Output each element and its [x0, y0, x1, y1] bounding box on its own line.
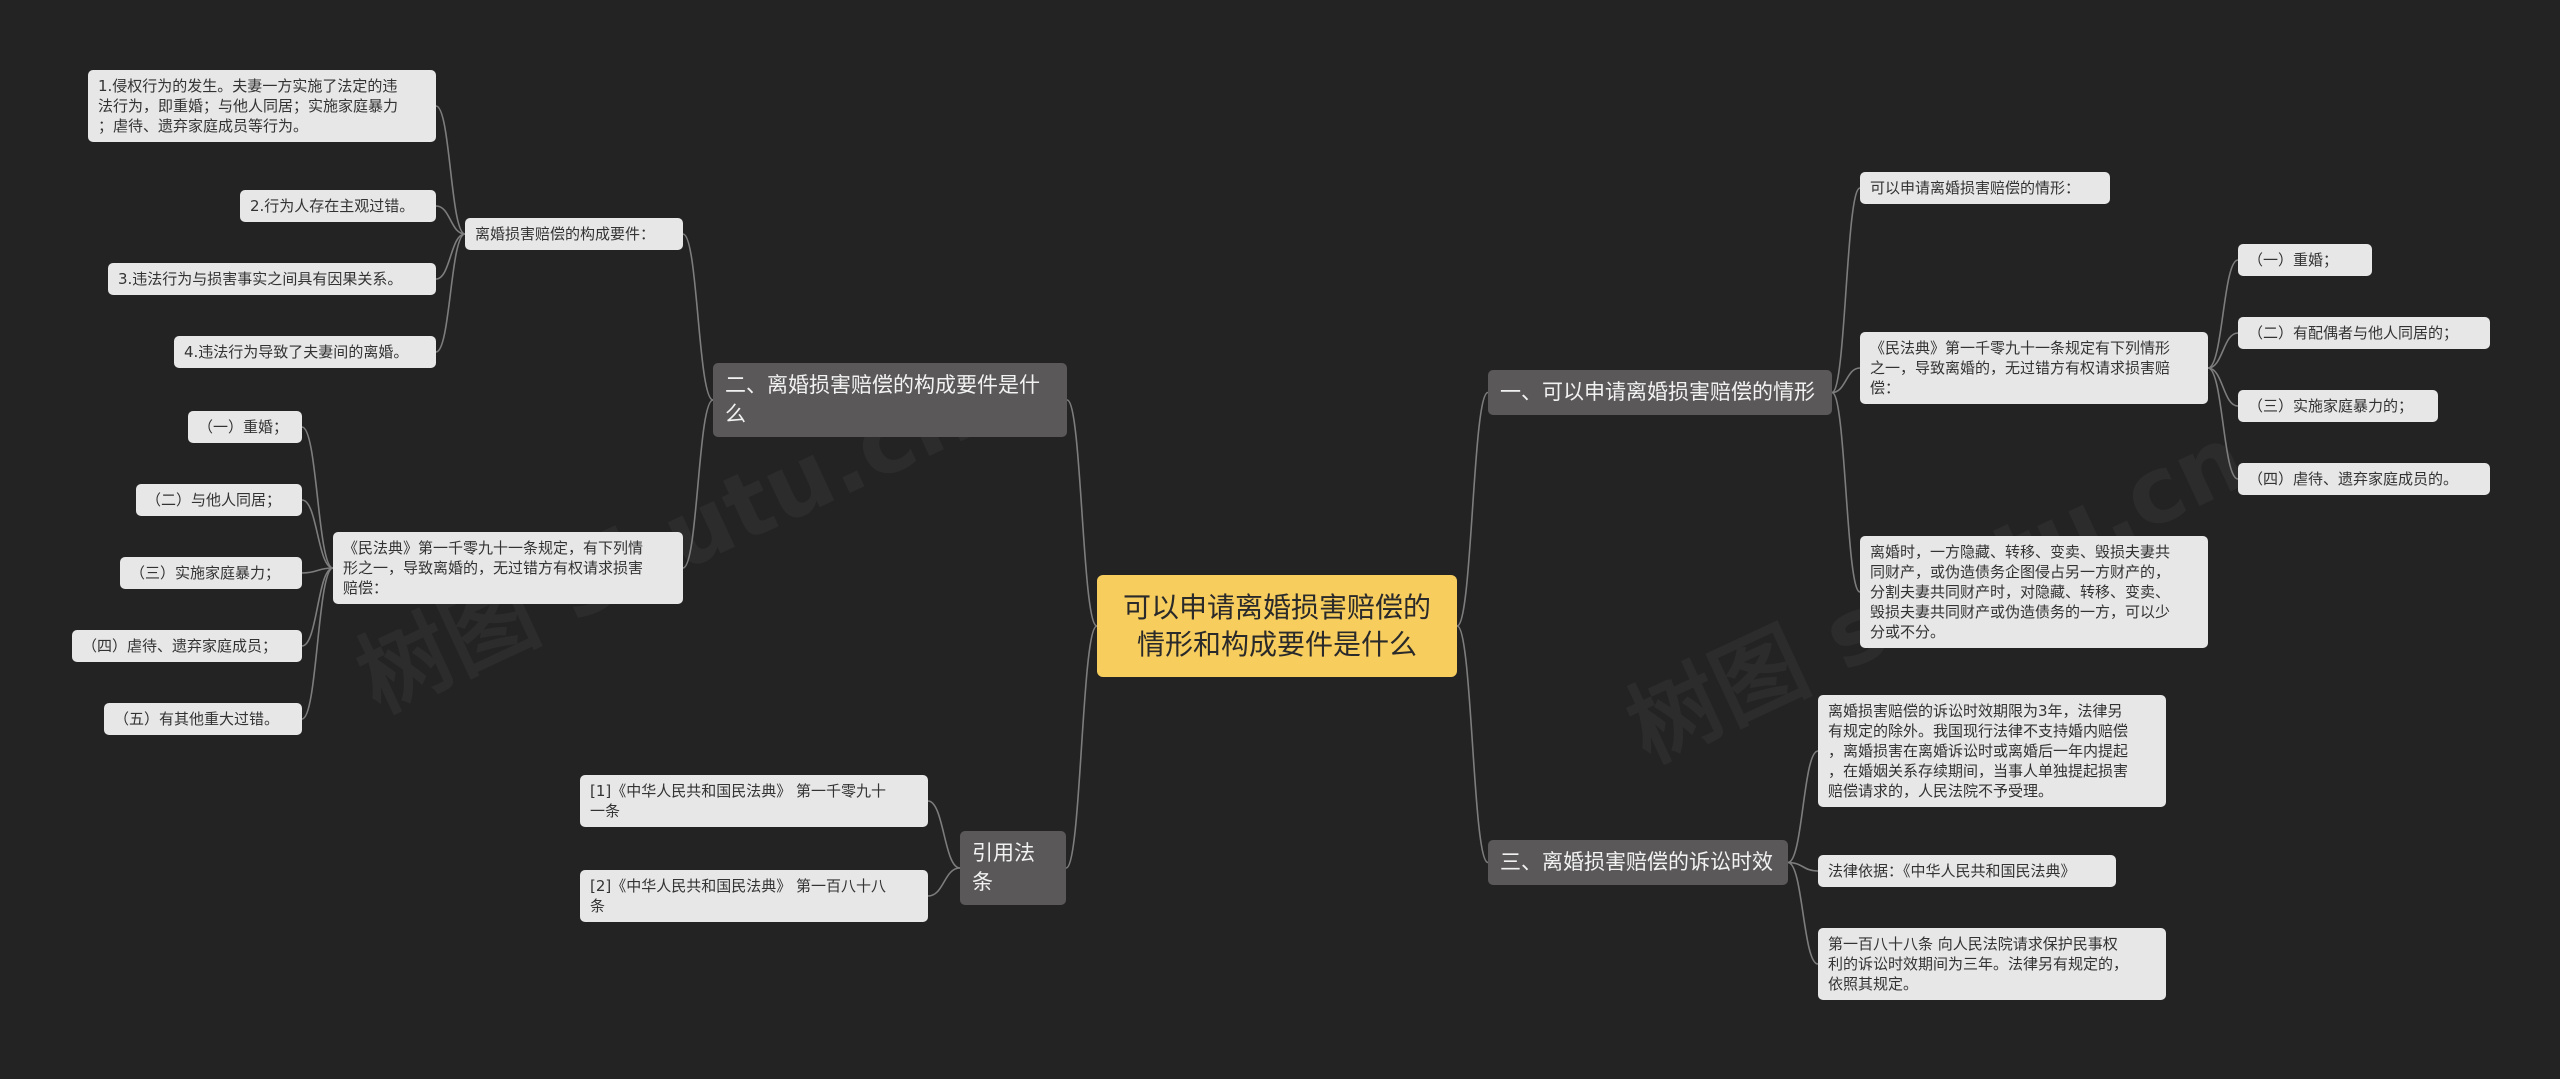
- connector: [1787, 861, 1819, 872]
- connector: [1831, 187, 1861, 394]
- leaf-situations-intro[interactable]: 可以申请离婚损害赔偿的情形：: [1860, 172, 2110, 204]
- leaf-left-abuse[interactable]: （四）虐待、遗弃家庭成员；: [72, 630, 302, 662]
- branch-divorce-damage-situations[interactable]: 一、可以申请离婚损害赔偿的情形: [1488, 370, 1832, 415]
- branch-limitation-period[interactable]: 三、离婚损害赔偿的诉讼时效: [1488, 840, 1788, 885]
- leaf-elements-intro[interactable]: 离婚损害赔偿的构成要件：: [465, 218, 683, 250]
- connector: [927, 867, 961, 897]
- leaf-abuse-abandonment[interactable]: （四）虐待、遗弃家庭成员的。: [2238, 463, 2490, 495]
- leaf-element-causation[interactable]: 3.违法行为与损害事实之间具有因果关系。: [108, 263, 436, 295]
- leaf-limitation-three-years[interactable]: 离婚损害赔偿的诉讼时效期限为3年，法律另 有规定的除外。我国现行法律不支持婚内赔…: [1818, 695, 2166, 807]
- leaf-cohabitation[interactable]: （二）有配偶者与他人同居的；: [2238, 317, 2490, 349]
- connector: [301, 426, 334, 569]
- connector: [435, 205, 466, 235]
- leaf-element-tort-act[interactable]: 1.侵权行为的发生。夫妻一方实施了法定的违 法行为，即重婚；与他人同居；实施家庭…: [88, 70, 436, 142]
- leaf-left-cohabitation[interactable]: （二）与他人同居；: [136, 484, 302, 516]
- leaf-civil-code-1091[interactable]: 《民法典》第一千零九十一条规定有下列情形 之一，导致离婚的，无过错方有权请求损害…: [1860, 332, 2208, 404]
- connector: [301, 567, 334, 574]
- leaf-civil-code-1091-left[interactable]: 《民法典》第一千零九十一条规定，有下列情 形之一，导致离婚的，无过错方有权请求损…: [333, 532, 683, 604]
- leaf-left-domestic-violence[interactable]: （三）实施家庭暴力；: [120, 557, 302, 589]
- connector: [1065, 625, 1098, 869]
- leaf-bigamy[interactable]: （一）重婚；: [2238, 244, 2372, 276]
- connector: [301, 567, 334, 720]
- connector: [1787, 861, 1819, 965]
- connector: [1456, 391, 1489, 627]
- connector: [301, 567, 334, 647]
- leaf-domestic-violence[interactable]: （三）实施家庭暴力的；: [2238, 390, 2438, 422]
- leaf-property-concealment[interactable]: 离婚时，一方隐藏、转移、变卖、毁损夫妻共 同财产，或伪造债务企图侵占另一方财产的…: [1860, 536, 2208, 648]
- branch-constituent-elements[interactable]: 二、离婚损害赔偿的构成要件是什 么: [713, 363, 1067, 437]
- connector: [2207, 332, 2239, 369]
- connector: [2207, 367, 2239, 480]
- connector: [927, 800, 961, 869]
- connector: [1831, 367, 1861, 394]
- connector: [1831, 391, 1861, 593]
- connector: [435, 105, 466, 235]
- connector: [1456, 625, 1489, 864]
- connector: [2207, 259, 2239, 369]
- root-topic[interactable]: 可以申请离婚损害赔偿的 情形和构成要件是什么: [1097, 575, 1457, 677]
- connector: [682, 399, 714, 569]
- leaf-left-other-fault[interactable]: （五）有其他重大过错。: [104, 703, 302, 735]
- leaf-element-subjective-fault[interactable]: 2.行为人存在主观过错。: [240, 190, 436, 222]
- connector: [301, 499, 334, 569]
- leaf-article-188[interactable]: 第一百八十八条 向人民法院请求保护民事权 利的诉讼时效期间为三年。法律另有规定的…: [1818, 928, 2166, 1000]
- leaf-legal-basis[interactable]: 法律依据：《中华人民共和国民法典》: [1818, 855, 2116, 887]
- connector: [2207, 367, 2239, 407]
- leaf-citation-1091[interactable]: [1]《中华人民共和国民法典》 第一千零九十 一条: [580, 775, 928, 827]
- connector: [1066, 399, 1098, 627]
- connector: [1787, 750, 1819, 864]
- connector: [435, 233, 466, 353]
- leaf-left-bigamy[interactable]: （一）重婚；: [188, 411, 302, 443]
- connector: [435, 233, 466, 280]
- leaf-citation-188[interactable]: [2]《中华人民共和国民法典》 第一百八十八 条: [580, 870, 928, 922]
- branch-cited-laws[interactable]: 引用法条: [960, 831, 1066, 905]
- connector: [682, 233, 714, 401]
- leaf-element-divorce-result[interactable]: 4.违法行为导致了夫妻间的离婚。: [174, 336, 436, 368]
